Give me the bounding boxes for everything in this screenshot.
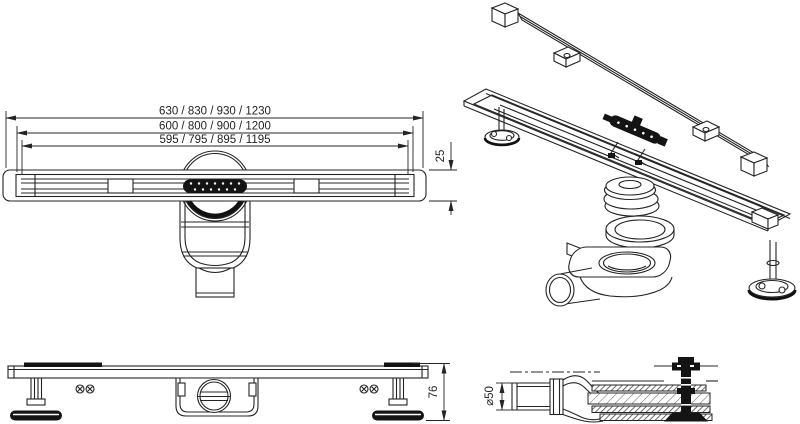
dim-width-group: 25 [429,142,457,215]
dim-outer-length: 630 / 830 / 930 / 1230 [159,106,271,118]
height-adjuster-section [654,357,718,422]
channel-clip [107,178,134,194]
dim-height-group: 76 [412,362,450,422]
drain-holes-plan [183,179,247,193]
seal-ring [605,215,675,249]
foot-side-right [359,378,424,421]
side-view: 76 [7,362,450,422]
channel-clip [293,178,320,194]
dim-body-length: 600 / 800 / 900 / 1200 [159,121,271,133]
dim-height: 76 [428,386,440,399]
section-view: ⌀50 [484,357,718,423]
channel-side [7,362,429,379]
dim-body-length-group: 600 / 800 / 900 / 1200 [16,121,414,172]
dim-grate-length-group: 595 / 795 / 895 / 1195 [21,134,409,174]
rail-clip [552,46,582,68]
siphon-cap [603,176,660,217]
outlet-pipe-section [511,375,604,423]
frame-end-block [750,207,780,230]
outlet-socket [545,267,601,307]
rail-endcap [490,2,520,28]
dim-width: 25 [435,150,447,163]
dim-grate-length: 595 / 795 / 895 / 1195 [159,134,270,146]
trap-plan [179,150,251,298]
grate-rail [490,2,770,177]
trap-side [175,377,259,417]
trap-body [545,242,673,307]
channel-frame [462,88,792,232]
rail-endcap [739,151,769,177]
top-view: 630 / 830 / 930 / 1230 600 / 800 / 900 /… [2,106,457,298]
adjustable-foot-right [747,240,797,301]
isometric-view [462,2,797,307]
channel-plan [2,169,427,202]
drain-insert [602,113,668,166]
rail-clip [691,120,721,142]
outlet-plan [195,267,235,298]
dim-pipe-diameter: ⌀50 [484,386,496,406]
dim-outer-length-group: 630 / 830 / 930 / 1230 [5,106,424,168]
floor-layers-section [587,380,718,421]
dim-pipe-diameter-group: ⌀50 [484,382,512,411]
foot-side-left [10,378,95,421]
adjustable-foot-left [483,107,521,147]
